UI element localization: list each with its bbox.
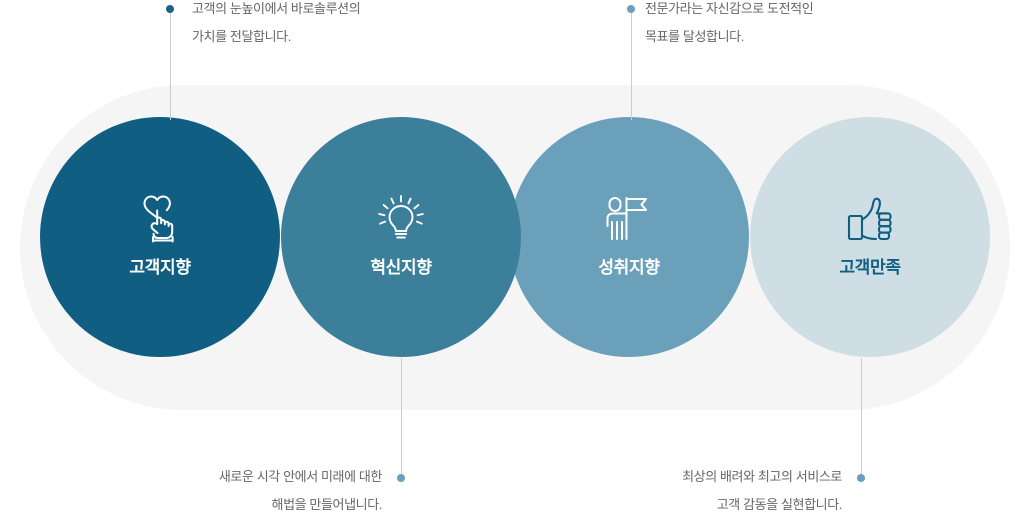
callout-line-2: 해법을 만들어냅니다.: [271, 497, 383, 512]
callout-customer-satisfaction: 최상의 배려와 최고의 서비스로 고객 감동을 실현합니다.: [575, 463, 842, 519]
lightbulb-icon: [375, 191, 427, 247]
callout-achievement-oriented: 전문가라는 자신감으로 도전적인 목표를 달성합니다.: [645, 0, 814, 51]
value-circle-customer-satisfaction[interactable]: 고객만족: [750, 117, 990, 357]
callout-line-2: 가치를 전달합니다.: [192, 29, 291, 44]
connector-line-customer-satisfaction: [861, 358, 862, 478]
connector-line-innovation-oriented: [401, 358, 402, 478]
connector-dot-customer-oriented: [166, 5, 174, 13]
value-circle-label: 성취지향: [598, 258, 660, 277]
value-circle-label: 혁신지향: [370, 258, 432, 277]
callout-line-1: 새로운 시각 안에서 미래에 대한: [218, 469, 383, 484]
callout-line-1: 전문가라는 자신감으로 도전적인: [645, 1, 814, 16]
callout-innovation-oriented: 새로운 시각 안에서 미래에 대한 해법을 만들어냅니다.: [110, 463, 383, 519]
connector-line-customer-oriented: [170, 10, 171, 120]
value-circle-innovation-oriented[interactable]: 혁신지향: [281, 117, 521, 357]
thumbs-up-icon: [845, 191, 895, 247]
value-circle-label: 고객만족: [839, 258, 901, 277]
callout-line-2: 고객 감동을 실현합니다.: [716, 497, 843, 512]
callout-line-1: 고객의 눈높이에서 바로솔루션의: [192, 1, 361, 16]
connector-dot-innovation-oriented: [397, 474, 405, 482]
person-flag-icon: [604, 191, 654, 247]
callout-customer-oriented: 고객의 눈높이에서 바로솔루션의 가치를 전달합니다.: [192, 0, 361, 51]
callout-line-2: 목표를 달성합니다.: [645, 29, 744, 44]
value-circle-customer-oriented[interactable]: 고객지향: [40, 117, 280, 357]
connector-dot-customer-satisfaction: [857, 474, 865, 482]
connector-dot-achievement-oriented: [627, 5, 635, 13]
callout-line-1: 최상의 배려와 최고의 서비스로: [682, 469, 842, 484]
value-circle-label: 고객지향: [129, 258, 191, 277]
heart-hand-icon: [134, 191, 186, 247]
connector-line-achievement-oriented: [631, 10, 632, 120]
value-circle-achievement-oriented[interactable]: 성취지향: [509, 117, 749, 357]
